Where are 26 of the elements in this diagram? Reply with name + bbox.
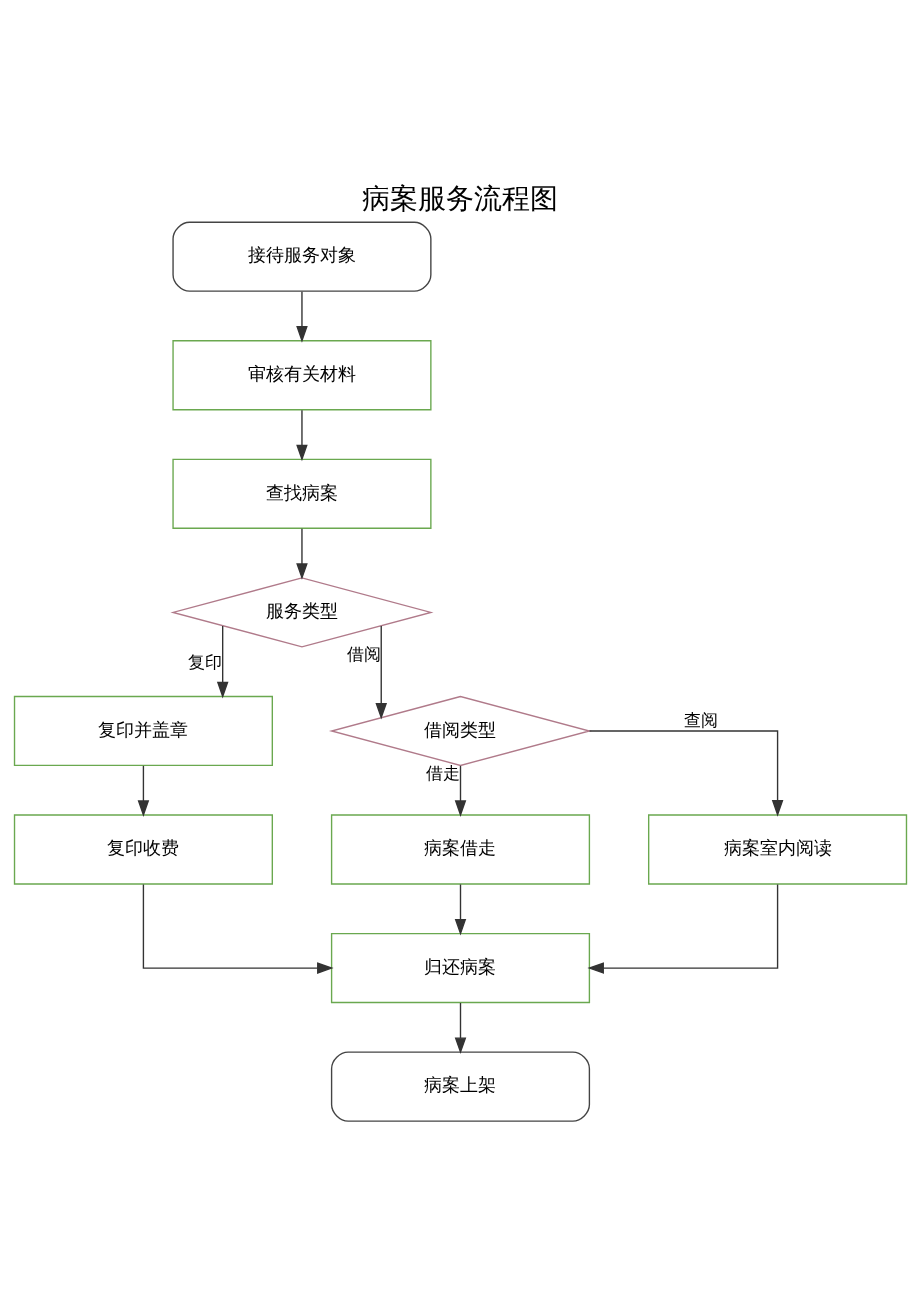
arrow <box>137 764 149 817</box>
arrow <box>142 883 334 974</box>
arrow <box>586 883 778 974</box>
node-box: 病案室内阅读 <box>647 813 907 885</box>
node-box: 接待服务对象 <box>171 221 432 292</box>
arrow <box>374 624 387 720</box>
edge-label: 复印 <box>187 652 222 671</box>
arrow <box>588 729 783 817</box>
arrow <box>216 624 228 698</box>
arrow <box>454 883 466 935</box>
node-box: 归还病案 <box>330 932 590 1003</box>
node-diamond: 借阅类型 <box>328 695 592 766</box>
arrow <box>295 527 308 580</box>
arrow <box>454 1001 466 1054</box>
arrow <box>295 409 308 461</box>
node-box: 复印收费 <box>13 813 273 885</box>
edge-label: 查阅 <box>683 710 718 730</box>
diagram-title: 病案服务流程图 <box>362 181 558 215</box>
node-box: 复印并盖章 <box>13 695 273 766</box>
node-box: 查找病案 <box>171 458 432 529</box>
arrow <box>454 764 466 817</box>
node-box: 病案上架 <box>330 1051 590 1122</box>
node-box: 病案借走 <box>330 813 590 885</box>
edge-label: 借走 <box>425 763 460 783</box>
node-box: 审核有关材料 <box>171 339 432 410</box>
arrow <box>295 290 308 343</box>
